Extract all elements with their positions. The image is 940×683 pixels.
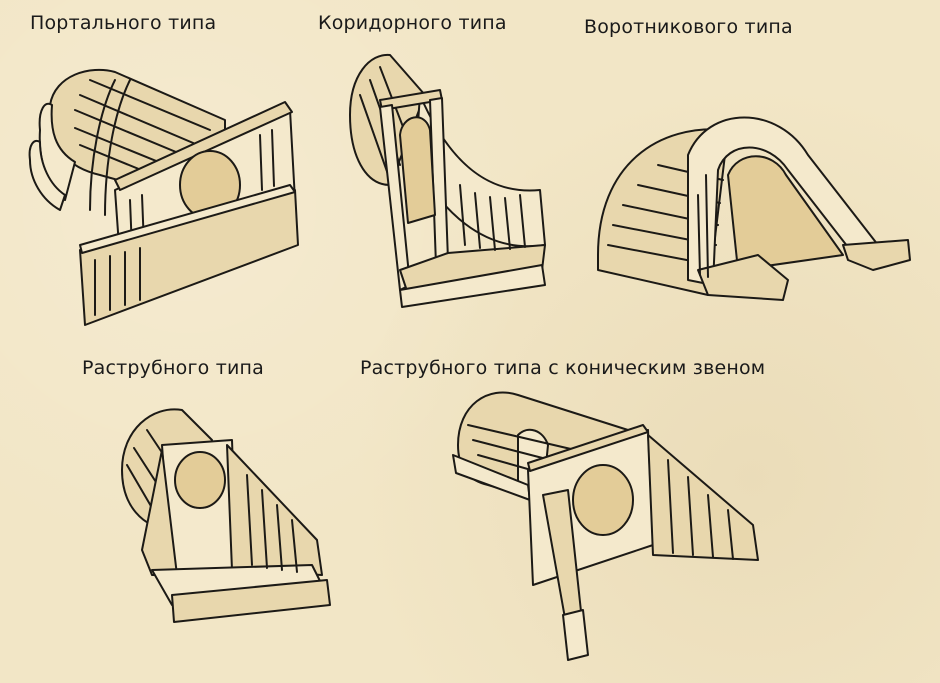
conical-foot: [562, 609, 589, 661]
portal-pipe-ring-2: [28, 140, 66, 211]
socket-wing-left: [141, 449, 178, 576]
portal-footing-hatching: [94, 247, 141, 316]
conical-wing: [647, 434, 759, 561]
portal-footing-top: [79, 184, 296, 254]
socket-opening: [174, 451, 226, 509]
corridor-opening: [399, 116, 436, 224]
portal-wall-top: [114, 101, 293, 191]
label-portal-type: Портального типа: [30, 12, 217, 34]
corridor-wall-hatching: [459, 184, 526, 251]
socket-conical-headwall-drawing: [452, 391, 759, 661]
label-socket-type: Раструбного типа: [82, 357, 265, 379]
corridor-headwall-drawing: [349, 53, 546, 308]
conical-opening: [572, 464, 634, 536]
socket-headwall-drawing: [121, 408, 331, 623]
socket-wing-right: [226, 444, 323, 576]
collar-foot-right: [842, 239, 911, 271]
conical-wall-top: [527, 424, 649, 472]
collar-headwall-drawing: [597, 116, 911, 301]
conical-wing-hatching: [667, 459, 734, 560]
collar-arch-hatching: [697, 174, 709, 278]
label-socket-conical-type: Раструбного типа с коническим звеном: [360, 357, 766, 379]
socket-base: [171, 579, 331, 623]
collar-foot-left: [697, 254, 789, 301]
portal-headwall-drawing: [28, 68, 299, 326]
socket-wing-hatching: [246, 474, 298, 573]
portal-strap: [89, 79, 131, 216]
corridor-base: [399, 264, 546, 308]
label-collar-type: Воротникового типа: [584, 16, 793, 38]
label-corridor-type: Коридорного типа: [318, 12, 507, 34]
collar-arch-opening: [727, 155, 844, 271]
